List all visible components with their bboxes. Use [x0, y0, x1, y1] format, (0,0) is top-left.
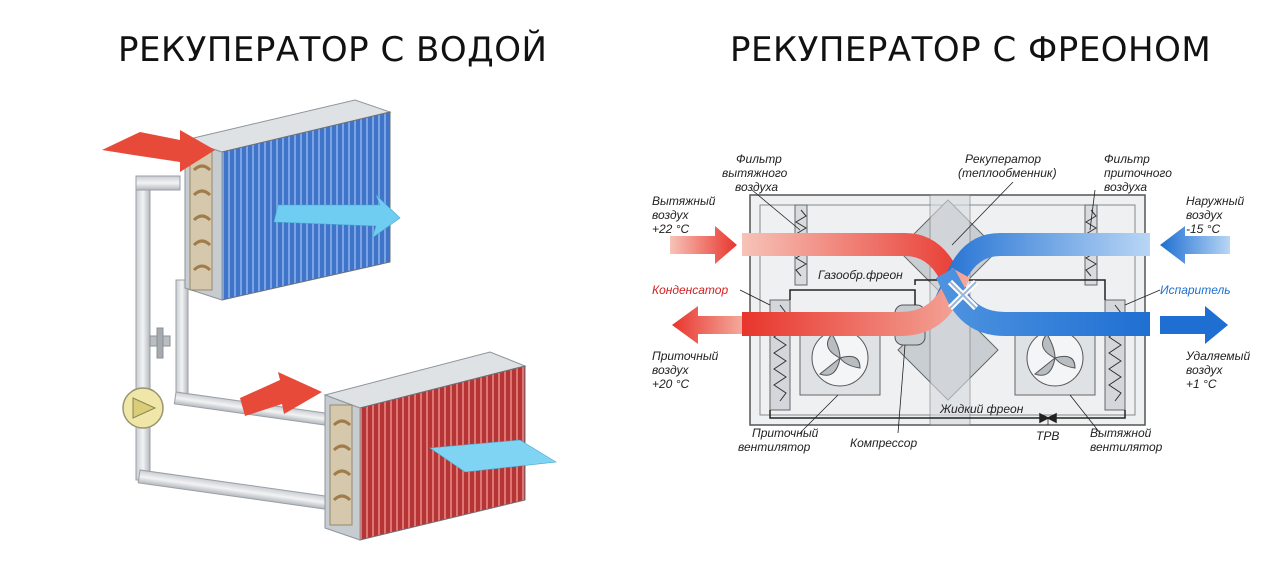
water-recuperator-diagram: [102, 99, 557, 541]
label-compressor: Компрессор: [850, 436, 917, 450]
freon-recuperator-diagram: Фильтр вытяжного воздуха Рекуператор (те…: [652, 152, 1254, 454]
cold-removed-flow: [936, 268, 1150, 336]
cold-air-arrow-bottom: [429, 439, 557, 473]
hot-air-arrow-top: [102, 130, 215, 172]
label-supply-air: Приточный воздух +20 °C: [652, 349, 722, 391]
label-filter-supply: Фильтр приточного воздуха: [1104, 152, 1175, 194]
label-gas-freon: Газообр.фреон: [818, 268, 903, 282]
label-removed-air: Удаляемый воздух +1 °C: [1185, 349, 1254, 391]
freon-lines: [769, 279, 1126, 424]
arrow-outdoor-air-in: [1160, 226, 1230, 264]
cold-air-arrow-top: [273, 194, 401, 239]
label-exhaust-air: Вытяжный воздух +22 °C: [652, 194, 719, 236]
warm-supply-flow: [742, 268, 970, 336]
title-freon-recuperator: РЕКУПЕРАТОР С ФРЕОНОМ: [730, 30, 1212, 70]
label-supply-fan: Приточный вентилятор: [738, 426, 822, 454]
label-exhaust-fan: Вытяжной вентилятор: [1090, 426, 1163, 454]
title-water-recuperator: РЕКУПЕРАТОР С ВОДОЙ: [118, 30, 548, 70]
warm-flow-top: [742, 233, 972, 305]
label-recuperator: Рекуператор (теплообменник): [958, 152, 1057, 180]
arrow-exhaust-air-in: [670, 226, 737, 264]
arrow-supply-air-out: [672, 306, 742, 344]
leader-lines: [739, 181, 1161, 434]
label-outdoor-air: Наружный воздух -15 °C: [1186, 194, 1247, 236]
label-evaporator: Испаритель: [1160, 283, 1231, 297]
circulation-pump: [122, 387, 164, 429]
top-heat-exchanger-blue: [183, 99, 392, 301]
label-condenser: Конденсатор: [652, 283, 728, 297]
water-pipes: [135, 175, 336, 510]
valve: [149, 327, 171, 359]
cold-flow-top: [934, 233, 1150, 305]
arrow-removed-air-out: [1160, 306, 1228, 344]
label-trv: ТРВ: [1036, 429, 1059, 443]
label-filter-exhaust: Фильтр вытяжного воздуха: [722, 152, 791, 194]
label-liquid-freon: Жидкий фреон: [939, 402, 1024, 416]
hot-air-arrow-bottom: [240, 372, 322, 416]
cross-mark: [947, 279, 979, 311]
